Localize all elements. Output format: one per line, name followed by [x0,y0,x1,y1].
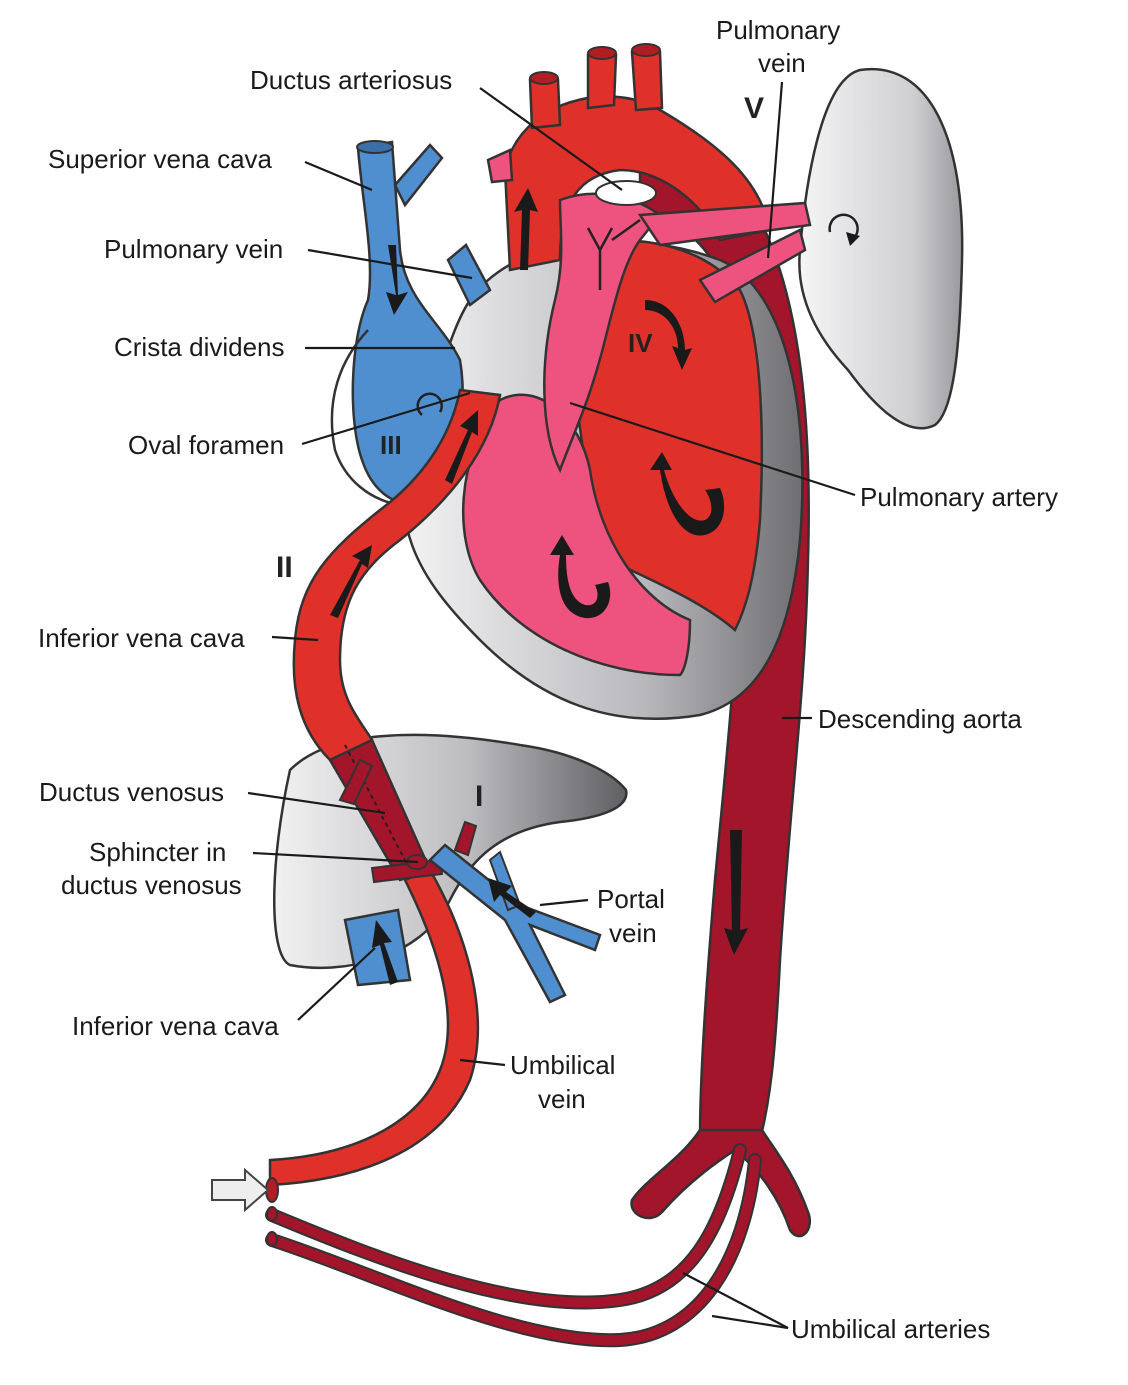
leader-ductus-arteriosus [479,87,623,191]
leader-superior-vena-cava [304,160,373,192]
aortic-branch-3-opening [631,43,661,57]
label-oval-foramen: Oval foramen [128,430,284,460]
lung-circular-arrow-icon [828,213,859,242]
right-ventricle [462,393,692,677]
leader-ductus-venosus [247,791,386,815]
lung [798,67,964,430]
leader-oval-foramen [301,391,471,446]
pulmonary-vein-right-vessel [698,228,807,304]
pulmonary-vein-left-vessel [446,243,492,307]
aortic-branch-1 [528,78,562,130]
label-crista-dividens: Crista dividens [114,332,285,362]
label-pulmonary-vein-top-2: vein [758,48,806,78]
umbilical-artery-2-fill [267,1155,760,1346]
umbilical-artery-1-fill [267,1145,745,1308]
label-portal-vein-1: Portal [597,884,665,914]
pulmonary-artery-flow-arrow-icon [586,218,641,290]
label-sphincter-1: Sphincter in [89,837,226,867]
marker-I: I [475,780,483,813]
pulmonary-artery-branch [637,201,812,247]
svc-flow-arrow-icon [386,245,408,315]
leader-umbilical-arteries-2 [711,1314,789,1330]
marker-IV: IV [628,328,653,358]
inferior-vena-cava-lower-vessel [343,908,412,987]
inflow-arrow-icon [211,1167,270,1213]
aortic-branch-3 [630,50,664,112]
right-atrium-contour [330,329,421,507]
left-ventricle-loop-arrow-icon [650,452,725,536]
leader-inferior-vena-cava-upper [271,635,319,642]
superior-vena-cava [351,140,464,504]
hepatic-branch [338,758,374,806]
leader-umbilical-vein [459,1058,506,1067]
left-ventricle-flow-arrow-icon [645,300,692,370]
ivc-lower-flow-arrow-icon [372,920,398,985]
label-pulmonary-vein-top-1: Pulmonary [716,15,840,45]
aortic-branch-2 [586,53,618,110]
umbilical-artery-opening-1 [266,1206,278,1222]
label-umbilical-arteries: Umbilical arteries [791,1314,990,1344]
lung-arrowhead-icon [846,232,860,246]
label-pulmonary-vein-left: Pulmonary vein [104,234,283,264]
leader-umbilical-arteries-1 [682,1272,789,1329]
aortic-branch-1-opening [529,71,559,85]
leader-pulmonary-artery [569,401,856,497]
aorta-flow-arrow-icon [724,830,748,955]
marker-III: III [380,430,402,460]
umbilical-artery-opening-2 [266,1231,278,1247]
marker-II: II [276,551,293,584]
label-sphincter-2: ductus venosus [61,870,242,900]
svc-opening [356,140,394,154]
ivc-flow-arrow-icon-1 [330,545,372,618]
label-ductus-arteriosus: Ductus arteriosus [250,65,452,95]
label-umbilical-vein-2: vein [538,1084,586,1114]
label-descending-aorta: Descending aorta [818,704,1022,734]
ivc-flow-arrow-icon-2 [445,410,478,484]
label-inferior-vena-cava-upper: Inferior vena cava [38,623,245,653]
ductus-arteriosus-opening [595,180,657,206]
aortic-branch-2-opening [587,46,617,60]
label-umbilical-vein-1: Umbilical [510,1050,615,1080]
right-ventricle-loop-arrow-icon [550,535,611,619]
label-portal-vein-2: vein [609,918,657,948]
portal-flow-arrow-icon [488,878,536,918]
pulmonary-artery-top-stub [486,148,514,184]
leader-portal-vein [539,898,589,907]
leader-inferior-vena-cava-lower [297,947,376,1021]
liver-branch-right [453,820,478,857]
label-ductus-venosus: Ductus venosus [39,777,224,807]
label-pulmonary-artery: Pulmonary artery [860,482,1058,512]
svc-branch [393,143,444,208]
label-superior-vena-cava: Superior vena cava [48,144,273,174]
leader-sphincter [252,851,419,864]
label-inferior-vena-cava-lower: Inferior vena cava [72,1011,279,1041]
left-atrium-flow-arrow-icon [514,188,538,270]
portal-vein-vessel [428,843,602,1004]
marker-V: V [744,92,764,125]
leader-pulmonary-vein-top [766,81,784,259]
leader-pulmonary-vein-left [307,248,473,280]
